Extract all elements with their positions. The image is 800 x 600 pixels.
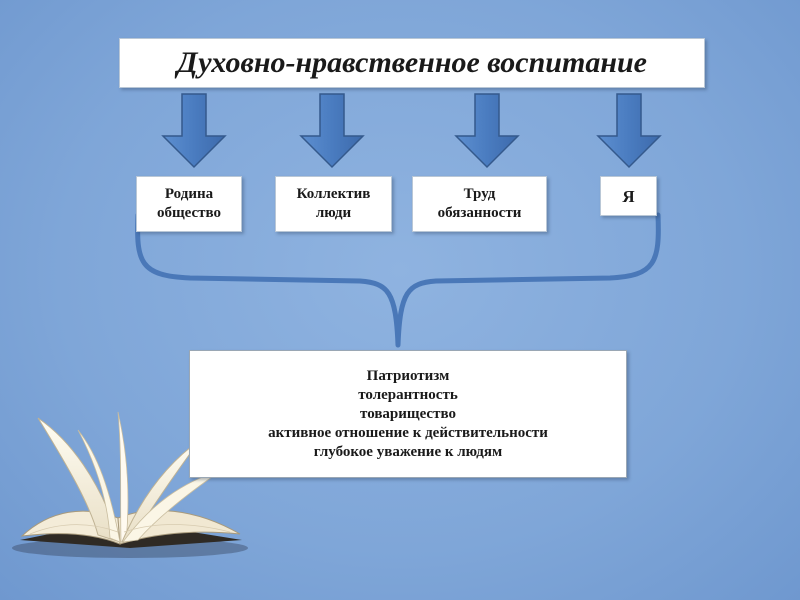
value-item: толерантность: [358, 386, 458, 405]
down-arrow-icon: [163, 94, 225, 167]
value-item: глубокое уважение к людям: [314, 443, 502, 462]
curly-brace-icon: [138, 215, 659, 345]
category-line: Труд: [464, 185, 496, 204]
values-box: Патриотизм толерантность товарищество ак…: [189, 350, 627, 478]
down-arrow-icon: [456, 94, 518, 167]
value-item: товарищество: [360, 405, 456, 424]
category-box-homeland: Родина общество: [136, 176, 242, 232]
category-box-collective: Коллектив люди: [275, 176, 392, 232]
category-box-labor: Труд обязанности: [412, 176, 547, 232]
category-line: Я: [622, 187, 634, 206]
category-box-self: Я: [600, 176, 657, 216]
value-item: Патриотизм: [367, 367, 450, 386]
value-item: активное отношение к действительности: [268, 424, 548, 443]
category-line: Коллектив: [297, 185, 371, 204]
category-line: общество: [157, 204, 221, 223]
category-line: обязанности: [438, 204, 522, 223]
down-arrow-icon: [598, 94, 660, 167]
category-line: Родина: [165, 185, 213, 204]
category-line: люди: [316, 204, 351, 223]
down-arrow-icon: [301, 94, 363, 167]
